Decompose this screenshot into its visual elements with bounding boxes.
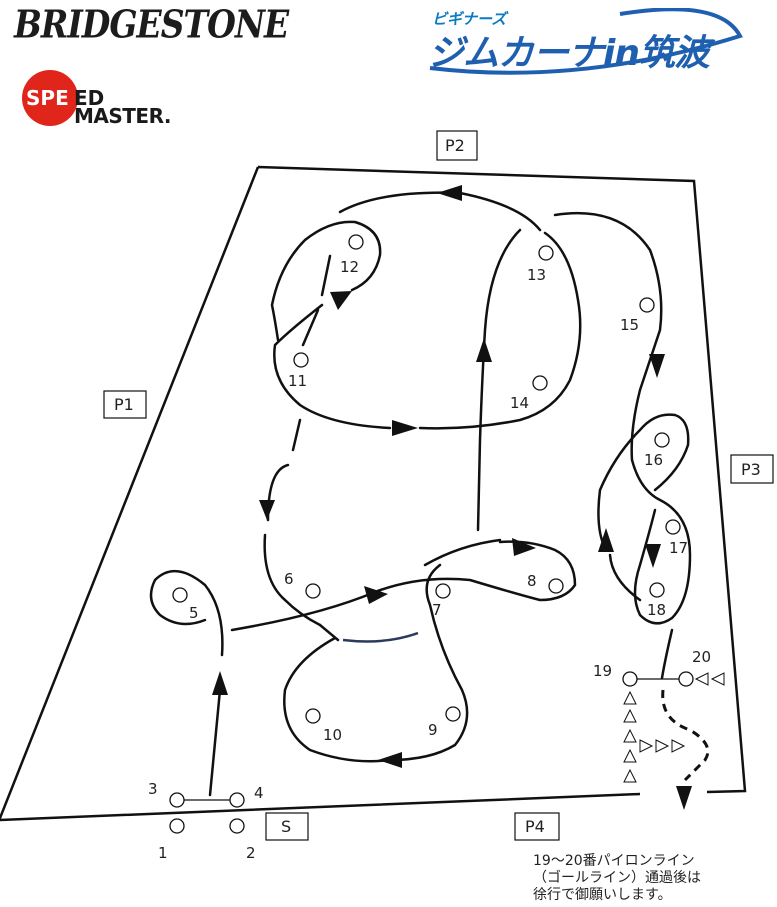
pylon-2 bbox=[229, 818, 245, 834]
post-label-p3: P3 bbox=[741, 460, 761, 479]
pylon-15 bbox=[639, 297, 655, 313]
blue-line bbox=[342, 631, 419, 643]
pylon-number-14: 14 bbox=[510, 394, 529, 412]
pylon-markers bbox=[169, 234, 694, 834]
post-box-p4 bbox=[514, 812, 560, 841]
post-box-p3 bbox=[730, 454, 774, 484]
pylon-1 bbox=[169, 818, 185, 834]
pylon-number-12: 12 bbox=[340, 258, 359, 276]
pylon-17 bbox=[665, 519, 681, 535]
goal-note-line1: 19～20番パイロンライン bbox=[533, 853, 695, 869]
pylon-9 bbox=[445, 706, 461, 722]
pylon-number-10: 10 bbox=[323, 726, 342, 744]
pylon-11 bbox=[293, 352, 309, 368]
course-boundary bbox=[0, 165, 747, 822]
goal-note-line3: 徐行で御願いします。 bbox=[533, 887, 672, 903]
start-label: S bbox=[281, 817, 291, 836]
post-box-p2 bbox=[436, 130, 478, 161]
pylon-20 bbox=[678, 671, 694, 687]
pylon-number-5: 5 bbox=[189, 604, 199, 622]
pylon-16 bbox=[654, 432, 670, 448]
pylon-number-1: 1 bbox=[158, 844, 168, 862]
pylon-4 bbox=[229, 792, 245, 808]
pylon-number-8: 8 bbox=[527, 572, 537, 590]
goal-note: 19～20番パイロンライン （ゴールライン）通過後は 徐行で御願いします。 bbox=[533, 853, 701, 904]
pylon-5 bbox=[172, 587, 188, 603]
post-label-p4: P4 bbox=[525, 817, 545, 836]
start-box bbox=[265, 812, 309, 841]
pylon-7 bbox=[435, 583, 451, 599]
pylon-number-15: 15 bbox=[620, 316, 639, 334]
pylon-13 bbox=[538, 245, 554, 261]
pylon-number-4: 4 bbox=[254, 784, 264, 802]
bridgestone-logo: BRIDGESTONE bbox=[14, 2, 289, 47]
pylon-14 bbox=[532, 375, 548, 391]
pylon-number-17: 17 bbox=[669, 539, 688, 557]
pylon-10 bbox=[305, 708, 321, 724]
direction-arrows bbox=[212, 185, 692, 810]
goal-note-line2: （ゴールライン）通過後は bbox=[533, 870, 701, 886]
pylon-number-13: 13 bbox=[527, 266, 546, 284]
pylon-number-7: 7 bbox=[432, 601, 442, 619]
pylon-number-3: 3 bbox=[148, 780, 158, 798]
event-logo-swoosh bbox=[429, 8, 743, 75]
pylon-number-19: 19 bbox=[593, 662, 612, 680]
exit-line bbox=[661, 689, 710, 782]
pylon-number-18: 18 bbox=[647, 601, 666, 619]
post-label-p2: P2 bbox=[445, 136, 465, 155]
pylon-3 bbox=[169, 792, 185, 808]
pylon-18 bbox=[649, 582, 665, 598]
event-logo-title: ジムカーナin筑波 bbox=[428, 33, 710, 74]
speedmaster-logo-red-text: SPE bbox=[26, 86, 69, 110]
pylon-12 bbox=[348, 234, 364, 250]
pylon-number-2: 2 bbox=[246, 844, 256, 862]
speedmaster-logo-text-line2: MASTER. bbox=[74, 104, 171, 128]
pylon-6 bbox=[305, 583, 321, 599]
pylon-number-20: 20 bbox=[692, 648, 711, 666]
pylon-number-16: 16 bbox=[644, 451, 663, 469]
pylon-19 bbox=[622, 671, 638, 687]
post-label-p1: P1 bbox=[114, 395, 134, 414]
post-box-p1 bbox=[103, 390, 147, 419]
speedmaster-logo-circle bbox=[22, 70, 78, 126]
pylon-number-6: 6 bbox=[284, 570, 294, 588]
pylon-8 bbox=[548, 578, 564, 594]
speedmaster-logo-text-line1: ED bbox=[74, 86, 105, 110]
pylon-number-9: 9 bbox=[428, 721, 438, 739]
driving-line bbox=[149, 191, 692, 797]
event-logo-subtitle: ビギナーズ bbox=[432, 10, 507, 28]
pylon-number-11: 11 bbox=[288, 372, 307, 390]
pylon-line-triangles bbox=[623, 672, 725, 783]
